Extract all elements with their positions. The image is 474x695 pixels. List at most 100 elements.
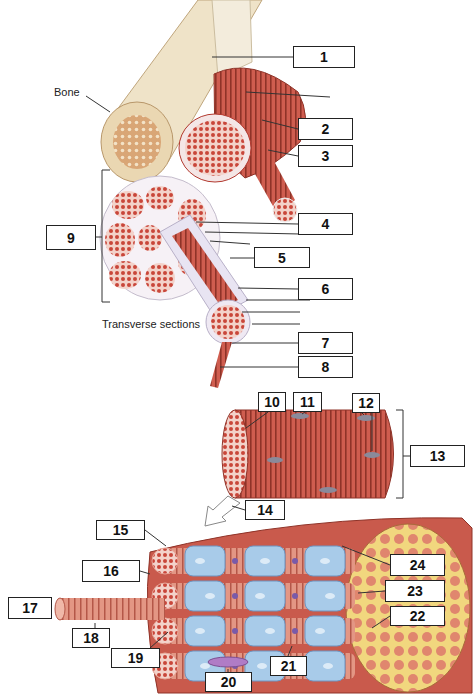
block-leaders-part <box>342 546 390 565</box>
fiber-leaders-part <box>246 412 268 428</box>
callout-number: 3 <box>322 149 330 163</box>
muscle-fiber-part <box>291 413 309 419</box>
fiber-leaders-part <box>302 412 305 414</box>
illustration-def-part <box>305 651 345 681</box>
tendon <box>212 0 252 78</box>
fascicle-section-part <box>210 342 232 388</box>
callout-box: 17 <box>8 597 52 619</box>
illustration-def-part <box>185 616 225 646</box>
callout-box: 23 <box>385 580 445 602</box>
illustration-def-part <box>292 593 298 599</box>
callout-box: 10 <box>258 392 286 412</box>
leader-lines-part <box>210 241 250 244</box>
block-leaders <box>95 530 390 672</box>
callout-number: 18 <box>83 631 99 645</box>
leader-lines <box>86 57 330 367</box>
leader-lines-part <box>96 170 110 302</box>
muscle-belly-part <box>273 198 297 222</box>
callout-box: 6 <box>298 278 353 300</box>
fascicle-section-part <box>138 225 162 251</box>
fascicle-section <box>100 176 250 388</box>
leader-lines-part <box>196 222 298 224</box>
illustration-def <box>232 558 298 669</box>
callout-box: 22 <box>390 606 445 626</box>
callout-box: 18 <box>72 628 110 648</box>
callout-box: 8 <box>298 356 353 378</box>
muscle-fiber-part <box>267 457 283 463</box>
illustration-def-part <box>245 581 285 611</box>
fascicle-section-part <box>146 186 174 210</box>
illustration-def-part <box>195 628 205 634</box>
callout-box: 12 <box>352 393 380 413</box>
callout-number: 13 <box>430 449 446 463</box>
myofibril-block-part <box>208 657 248 667</box>
block-leaders-part <box>288 646 292 656</box>
muscle-fiber-part <box>319 487 337 493</box>
callout-number: 22 <box>410 609 426 623</box>
callout-number: 12 <box>358 396 374 410</box>
leader-lines-part <box>246 92 330 97</box>
illustration-def-part <box>232 558 238 564</box>
block-leaders-part <box>140 571 150 574</box>
leader-lines-part <box>238 288 298 289</box>
illustration-def-part <box>205 593 215 599</box>
illustration-def-part <box>195 558 205 564</box>
fascicle-section-part <box>112 191 144 219</box>
callout-number: 23 <box>407 584 423 598</box>
illustration-def-part <box>292 558 298 564</box>
callout-number: 14 <box>257 503 273 517</box>
enlarge-arrow-part <box>205 496 240 526</box>
fiber-leaders <box>232 410 410 510</box>
block-leaders-part <box>150 632 168 648</box>
fascicle-section-part <box>211 305 245 339</box>
callout-number: 7 <box>322 336 330 350</box>
block-leaders-part <box>372 616 390 628</box>
leader-lines-part <box>252 324 300 325</box>
fascicle-section-part <box>206 300 250 344</box>
block-leaders-part <box>145 530 166 546</box>
fiber-leaders-part <box>396 410 410 498</box>
illustration-def-part <box>232 628 238 634</box>
illustration-def-part <box>245 616 285 646</box>
callout-number: 19 <box>128 651 144 665</box>
callout-number: 21 <box>281 659 297 673</box>
bone-part <box>113 115 161 169</box>
illustration-def-part <box>185 546 225 576</box>
leader-lines-part <box>232 343 298 344</box>
illustration-def-part <box>323 663 333 669</box>
fiber-leaders-part <box>362 413 372 451</box>
fascicle-section-part <box>172 228 238 308</box>
leader-lines-part <box>212 57 293 58</box>
illustration-def-part <box>305 616 345 646</box>
muscle-fiber-part <box>364 452 380 458</box>
leader-lines-part <box>268 150 298 156</box>
myofibril-part <box>60 598 165 620</box>
enlarge-arrow <box>205 496 240 526</box>
illustration-def-part <box>185 581 225 611</box>
leader-lines-part <box>205 232 300 234</box>
illustration-def-part <box>200 663 210 669</box>
callout-number: 16 <box>103 564 119 578</box>
myofibril-block-part <box>346 524 470 692</box>
muscle-fiber-part <box>235 410 394 498</box>
illustration-def-part <box>320 558 330 564</box>
callout-box: 20 <box>205 672 252 692</box>
illustration-def-part <box>245 546 285 576</box>
callout-number: 1 <box>320 50 328 64</box>
leader-lines-part <box>220 367 298 368</box>
callout-number: 20 <box>221 675 237 689</box>
illustration-def-part <box>305 581 345 611</box>
callout-box: 7 <box>298 332 353 354</box>
myofibril <box>55 598 165 620</box>
illustration-def-part <box>325 593 335 599</box>
callout-box: 11 <box>293 392 322 412</box>
callout-box: 21 <box>270 656 307 676</box>
callout-box: 13 <box>410 445 465 467</box>
illustration-def-part <box>257 663 267 669</box>
callout-number: 11 <box>300 395 315 409</box>
tendon-part <box>212 0 252 78</box>
callout-number: 2 <box>322 122 330 136</box>
part-label: Transverse sections <box>100 318 202 331</box>
illustration-def <box>185 546 345 681</box>
myofibril-block-part <box>147 518 472 693</box>
